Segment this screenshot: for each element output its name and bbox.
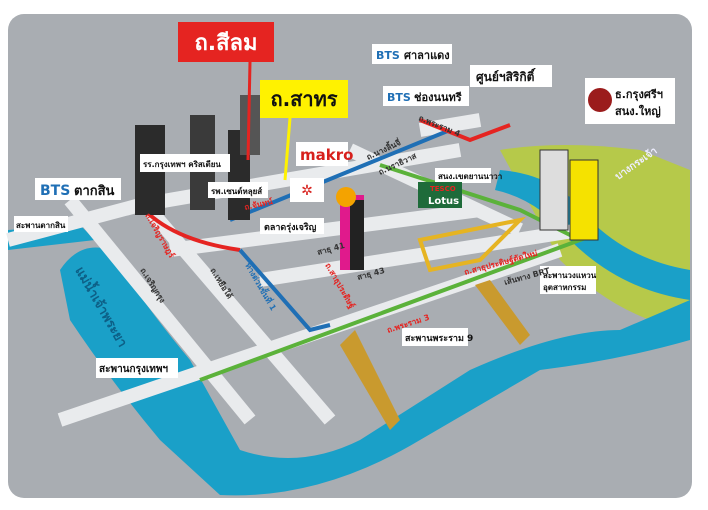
makro-label: makro — [300, 146, 353, 164]
shop-logo-icon — [336, 187, 356, 207]
logo-card — [290, 178, 324, 202]
silom-callout — [178, 22, 274, 62]
bts-saladaeng-callout — [372, 44, 452, 64]
yellow-route-line — [417, 216, 527, 273]
rung-charoen-callout — [260, 218, 324, 234]
bts-line — [229, 128, 451, 222]
krungsri-logo-icon — [588, 88, 612, 112]
expressway-line — [238, 248, 331, 333]
building — [539, 149, 569, 231]
st-louis-label: รพ.เซนต์หลุยส์ — [211, 186, 262, 197]
bts-taksin-label: ตากสิน — [74, 184, 115, 199]
bts-chongnonsi-label: ช่องนนทรี — [414, 91, 462, 104]
ring-bridge-icon — [475, 280, 530, 345]
krungsri-building — [569, 159, 599, 241]
krungthep-bridge-callout — [96, 358, 178, 378]
christian-school-label: รร.กรุงเทพฯ คริสเตียน — [143, 159, 221, 170]
rung-charoen-label: ตลาดรุ่งเจริญ — [264, 222, 317, 233]
lotus-label: Lotus — [428, 196, 459, 207]
ring-bridge-label-1: สะพานวงแหวน — [543, 271, 597, 280]
makro-callout — [296, 142, 348, 166]
bts-saladaeng-label: ศาลาแดง — [404, 49, 450, 62]
rama4-line — [419, 118, 511, 143]
yannawa-office-label: สนง.เขตยานนาวา — [438, 172, 502, 181]
sathorn-callout — [260, 80, 348, 118]
sathorn-label: ถ.สาทร — [270, 87, 337, 111]
krungthep-bridge-label: สะพานกรุงเทพฯ — [99, 364, 168, 375]
river — [60, 247, 690, 496]
rama9-bridge-callout — [402, 328, 468, 346]
bts-prefix: BTS — [376, 49, 400, 62]
silom-label: ถ.สีลม — [194, 31, 257, 56]
svg-text:✲: ✲ — [301, 183, 313, 199]
krungsri-label-2: สนง.ใหญ่ — [615, 104, 661, 118]
st-louis-callout — [208, 182, 268, 198]
bts-prefix: BTS — [387, 91, 411, 104]
christian-school-callout — [140, 154, 230, 172]
building — [350, 200, 364, 270]
yannawa-office-callout — [435, 168, 491, 183]
tesco-lotus-callout — [418, 182, 462, 208]
taksin-bridge-label: สะพานตากสิน — [16, 221, 66, 230]
tesco-label: TESCO — [430, 185, 456, 193]
ring-bridge-callout — [540, 266, 596, 294]
taksin-bridge-callout — [14, 216, 68, 232]
sirikit-label: ศูนย์ฯสิริกิติ์ — [476, 68, 536, 85]
krungsri-label-1: ธ.กรุงศรีฯ — [615, 88, 663, 102]
ring-bridge-label-2: อุตสาหกรรม — [543, 283, 586, 293]
bts-taksin-callout — [35, 178, 121, 200]
rama9-bridge-label: สะพานพระราม 9 — [405, 334, 473, 344]
rama9-bridge-icon — [340, 330, 400, 430]
bts-prefix: BTS — [40, 183, 70, 199]
sirikit-callout — [470, 65, 552, 87]
bts-chongnonsi-callout — [383, 86, 469, 106]
